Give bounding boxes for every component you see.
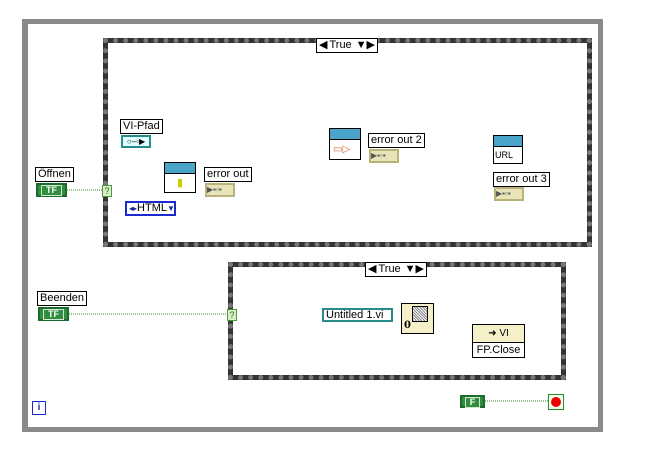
stop-icon (551, 397, 561, 407)
error-out-2-indicator[interactable]: ▶▪▫▪ (369, 149, 399, 163)
case-structure-open (103, 38, 592, 247)
error-out-2-label: error out 2 (368, 133, 425, 148)
while-loop (22, 19, 603, 432)
url-icon: URL (495, 150, 514, 160)
invoke-node-open[interactable]: ▮ (164, 162, 196, 193)
grid-icon (412, 306, 428, 322)
stop-boolean-constant[interactable]: F (460, 395, 485, 408)
error-out-indicator[interactable]: ▶▪▫▪ (205, 183, 235, 197)
case-selector-open[interactable]: ◀True▼▶ (316, 38, 378, 53)
stop-terminal[interactable] (548, 394, 564, 410)
document-icon: ▮ (176, 177, 184, 189)
error-out-3-label: error out 3 (493, 172, 550, 187)
invoke-node-url[interactable]: URL (493, 135, 523, 164)
vi-reference-constant[interactable]: Untitled 1.vi (322, 308, 393, 322)
case-structure-close (228, 262, 566, 380)
beenden-boolean-control[interactable]: TF (38, 307, 69, 321)
path-control[interactable]: ○–◦▶ (121, 135, 151, 148)
case-selector-close[interactable]: ◀True▼▶ (365, 262, 427, 277)
beenden-label: Beenden (37, 291, 88, 306)
open-fp-node[interactable]: 0 (401, 303, 434, 334)
oeffnen-boolean-control[interactable]: TF (36, 183, 67, 197)
case-selector-terminal[interactable]: ? (227, 309, 237, 321)
oeffnen-label: Öffnen (35, 167, 74, 182)
save-icon: ▭▷ (333, 144, 351, 155)
invoke-node-save[interactable]: ▭▷ (329, 128, 361, 160)
error-out-3-indicator[interactable]: ▶▪▫▪ (494, 187, 524, 201)
iteration-terminal-icon: i (32, 401, 46, 415)
html-enum-constant[interactable]: ◂▸HTML▼ (125, 201, 176, 216)
case-selector-terminal[interactable]: ? (102, 185, 112, 197)
vi-pfad-label: VI-Pfad (120, 119, 163, 134)
case-selector-label: True (329, 39, 352, 51)
error-out-label: error out (204, 167, 252, 182)
case-selector-label: True (378, 263, 401, 275)
